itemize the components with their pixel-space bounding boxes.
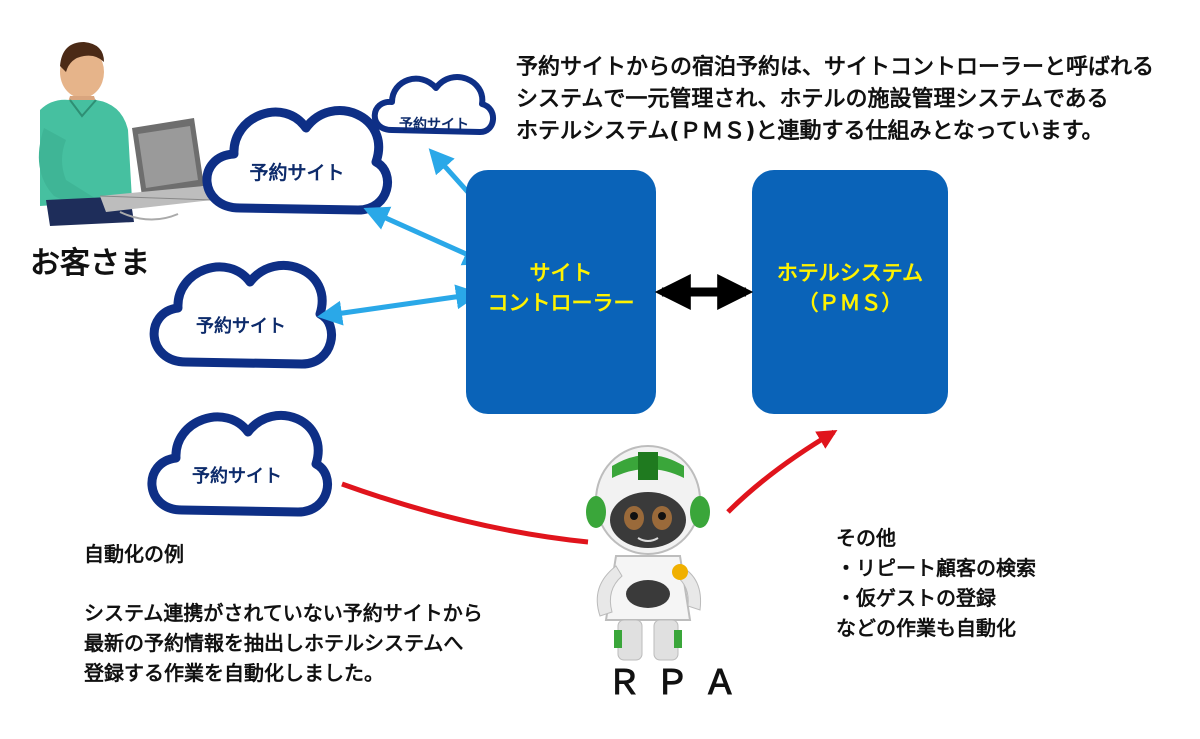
booking-site-cloud-small [371,74,496,135]
booking-site-cloud-1 [202,106,393,215]
site-controller-line2: コントローラー [487,291,635,315]
intro-line: ホテルシステム(ＰＭＳ)と連動する仕組みとなっています。 [516,119,1104,144]
automation-line: 最新の予約情報を抽出しホテルシステムへ [84,631,464,655]
cloud-label-1: 予約サイト [249,162,345,184]
hotel-system-box [752,170,948,414]
hotel-system-label: ホテルシステム （ＰＭＳ） [752,258,948,318]
hotel-system-line2: （ＰＭＳ） [797,291,903,315]
link-arrow-cloud-1 [363,206,489,266]
intro-text: 予約サイトからの宿泊予約は、サイトコントローラーと呼ばれる システムで一元管理さ… [516,52,1154,148]
rpa-flow-arrow [341,432,834,545]
intro-line: 予約サイトからの宿泊予約は、サイトコントローラーと呼ばれる [516,55,1155,80]
cloud-label-small: 予約サイト [399,117,469,133]
site-controller-label: サイト コントローラー [466,258,656,318]
other-automation-list: その他 ・リピート顧客の検索 ・仮ゲストの登録 などの作業も自動化 [836,523,1036,643]
rpa-label: ＲＰＡ [607,663,751,703]
site-controller-line1: サイト [529,261,593,285]
automation-description: システム連携がされていない予約サイトから 最新の予約情報を抽出しホテルシステムへ… [84,598,483,688]
link-arrow-cloud-2 [317,284,481,326]
automation-heading: 自動化の例 [84,542,184,566]
customer-illustration [38,42,213,226]
automation-line: システム連携がされていない予約サイトから [84,601,483,625]
rpa-robot-illustration [586,445,710,661]
site-controller-box [466,170,656,414]
cloud-label-3: 予約サイト [192,466,282,487]
booking-site-cloud-3 [147,411,333,517]
others-line: ・仮ゲストの登録 [836,586,996,610]
booking-site-cloud-2 [149,261,337,369]
automation-line: 登録する作業を自動化しました。 [84,661,384,685]
customer-label: お客さま [30,246,150,281]
intro-line: システムで一元管理され、ホテルの施設管理システムである [516,87,1109,112]
others-line: その他 [836,526,896,550]
others-line: などの作業も自動化 [836,616,1016,640]
hotel-system-line1: ホテルシステム [776,261,924,285]
others-line: ・リピート顧客の検索 [836,556,1036,580]
cloud-label-2: 予約サイト [196,316,286,337]
